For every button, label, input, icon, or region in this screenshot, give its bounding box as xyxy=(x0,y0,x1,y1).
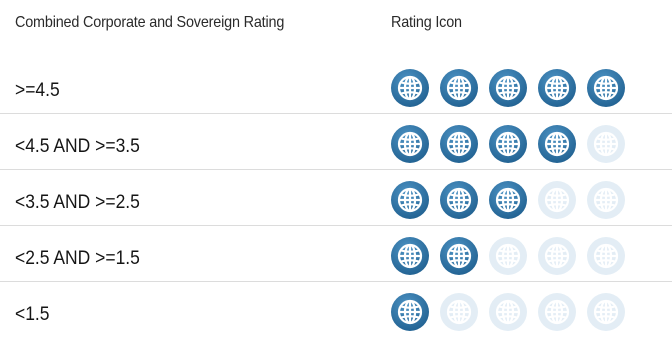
table-row: <1.5 xyxy=(0,282,672,338)
globe-icon-filled xyxy=(439,124,479,164)
globe-icon-filled xyxy=(439,180,479,220)
globe-icon-filled xyxy=(488,68,528,108)
globe-icon-filled xyxy=(439,68,479,108)
globe-icon-filled xyxy=(390,236,430,276)
table-row: <4.5 AND >=3.5 xyxy=(0,114,672,170)
globe-icon-empty xyxy=(488,236,528,276)
globe-icon-empty xyxy=(586,124,626,164)
globe-icon-empty xyxy=(537,292,577,332)
globe-icon-filled xyxy=(390,124,430,164)
rating-icons xyxy=(390,180,635,220)
globe-icon-filled xyxy=(537,68,577,108)
globe-icon-filled xyxy=(439,236,479,276)
table-row: <2.5 AND >=1.5 xyxy=(0,226,672,282)
globe-icon-filled xyxy=(488,124,528,164)
globe-icon-filled xyxy=(390,68,430,108)
globe-icon-filled xyxy=(586,68,626,108)
table-header: Combined Corporate and Sovereign Rating … xyxy=(0,0,672,58)
globe-icon-empty xyxy=(586,180,626,220)
globe-icon-empty xyxy=(488,292,528,332)
table-row: <3.5 AND >=2.5 xyxy=(0,170,672,226)
globe-icon-empty xyxy=(586,236,626,276)
rating-range-label: >=4.5 xyxy=(15,80,60,101)
header-icon-column: Rating Icon xyxy=(391,14,462,31)
globe-icon-empty xyxy=(586,292,626,332)
rating-range-label: <2.5 AND >=1.5 xyxy=(15,248,140,269)
globe-icon-empty xyxy=(537,180,577,220)
globe-icon-filled xyxy=(488,180,528,220)
rating-range-label: <4.5 AND >=3.5 xyxy=(15,136,140,157)
rating-icons xyxy=(390,68,635,108)
globe-icon-empty xyxy=(537,236,577,276)
globe-icon-empty xyxy=(439,292,479,332)
rating-range-label: <3.5 AND >=2.5 xyxy=(15,192,140,213)
rating-icons xyxy=(390,124,635,164)
globe-icon-filled xyxy=(390,180,430,220)
header-rating-column: Combined Corporate and Sovereign Rating xyxy=(15,14,285,31)
rating-range-label: <1.5 xyxy=(15,304,50,325)
globe-icon-filled xyxy=(390,292,430,332)
table-row: >=4.5 xyxy=(0,58,672,114)
rating-icons xyxy=(390,236,635,276)
globe-icon-filled xyxy=(537,124,577,164)
rating-icons xyxy=(390,292,635,332)
